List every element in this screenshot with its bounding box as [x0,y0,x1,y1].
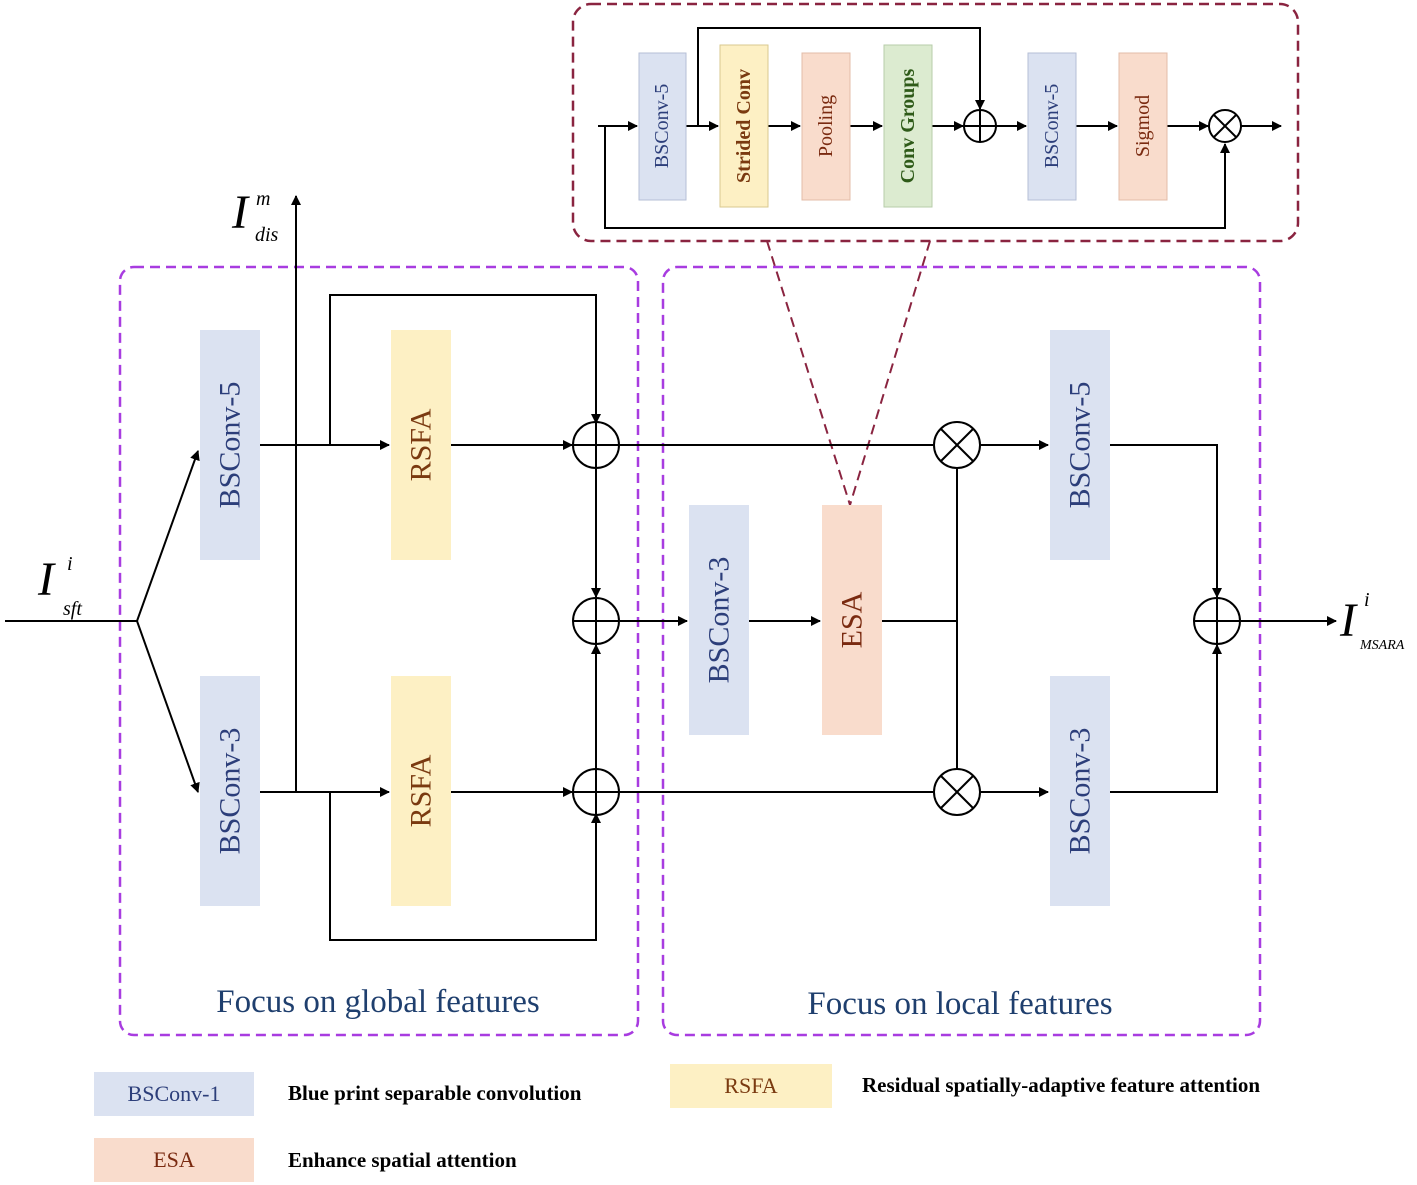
local-bsconv3-bottom-box [1050,676,1110,906]
local-esa-label: ESA [836,591,869,648]
dis-label-sub: dis [255,224,279,246]
multiply-operator-bottom [933,768,981,816]
global-rsfa-top-label: RSFA [405,408,438,481]
sum-operator-output [1193,597,1241,645]
esa-pooling-label: Pooling [815,95,837,157]
esa-sum-operator [963,109,997,143]
global-bsconv3-box [200,676,260,906]
local-esa-box [822,505,882,735]
local-bsconv3-bottom-label: BSConv-3 [1064,728,1097,855]
input-label: I [37,553,56,606]
global-bsconv5-box [200,330,260,560]
local-bsconv3-box [689,505,749,735]
legend-esa-swatch [94,1138,254,1182]
sum-operator-top [572,421,620,469]
esa-bsconv5-a-box [638,52,687,201]
esa-strided-conv-label: Strided Conv [733,69,755,183]
legend-bsconv-box-label: BSConv-1 [128,1081,221,1106]
global-rsfa-bottom-box [391,676,451,906]
esa-conv-groups-label: Conv Groups [897,68,919,183]
esa-detail-connections [598,27,1282,229]
esa-conv-groups-box [883,44,933,208]
esa-sigmoid-label: Sigmod [1132,95,1154,157]
esa-bsconv5-b-box [1027,52,1077,201]
legend-bsconv-swatch [94,1072,254,1116]
output-label-sub: MSARA [1359,638,1405,653]
global-bsconv5-label: BSConv-5 [214,382,247,509]
esa-multiply-operator [1208,109,1242,143]
output-label-sup: i [1364,589,1370,611]
legend-bsconv-desc: Blue print separable convolution [288,1081,582,1105]
zoom-line-left [766,240,851,506]
global-bsconv3-label: BSConv-3 [214,728,247,855]
esa-bsconv5-a-label: BSConv-5 [651,84,673,168]
global-features-group [118,265,640,1037]
legend-rsfa-swatch [670,1064,832,1108]
local-features-group [661,265,1262,1037]
esa-detail-group [571,2,1300,243]
zoom-line-right [849,240,931,506]
local-group-title: Focus on local features [807,986,1112,1022]
dis-label: I [231,186,250,239]
dis-label-sup: m [256,188,270,210]
esa-bsconv5-b-label: BSConv-5 [1041,84,1063,168]
global-group-title: Focus on global features [216,984,540,1020]
sum-operator-middle [572,597,620,645]
legend-rsfa-box-label: RSFA [724,1073,778,1098]
main-connections [5,195,1337,941]
esa-sigmoid-box [1118,52,1168,201]
local-bsconv5-box [1050,330,1110,560]
multiply-operator-top [933,421,981,469]
sum-operator-bottom [572,768,620,816]
esa-strided-conv-box [719,44,769,208]
esa-pooling-box [801,52,851,201]
global-rsfa-top-box [391,330,451,560]
legend-esa-box-label: ESA [153,1147,195,1172]
input-label-sup: i [67,553,73,575]
legend-esa-desc: Enhance spatial attention [288,1148,517,1172]
local-bsconv3-label: BSConv-3 [703,557,736,684]
output-label: I [1339,594,1358,647]
legend-rsfa-desc: Residual spatially-adaptive feature atte… [862,1073,1260,1097]
local-bsconv5-label: BSConv-5 [1064,382,1097,509]
global-rsfa-bottom-label: RSFA [405,754,438,827]
input-label-sub: sft [63,598,82,620]
